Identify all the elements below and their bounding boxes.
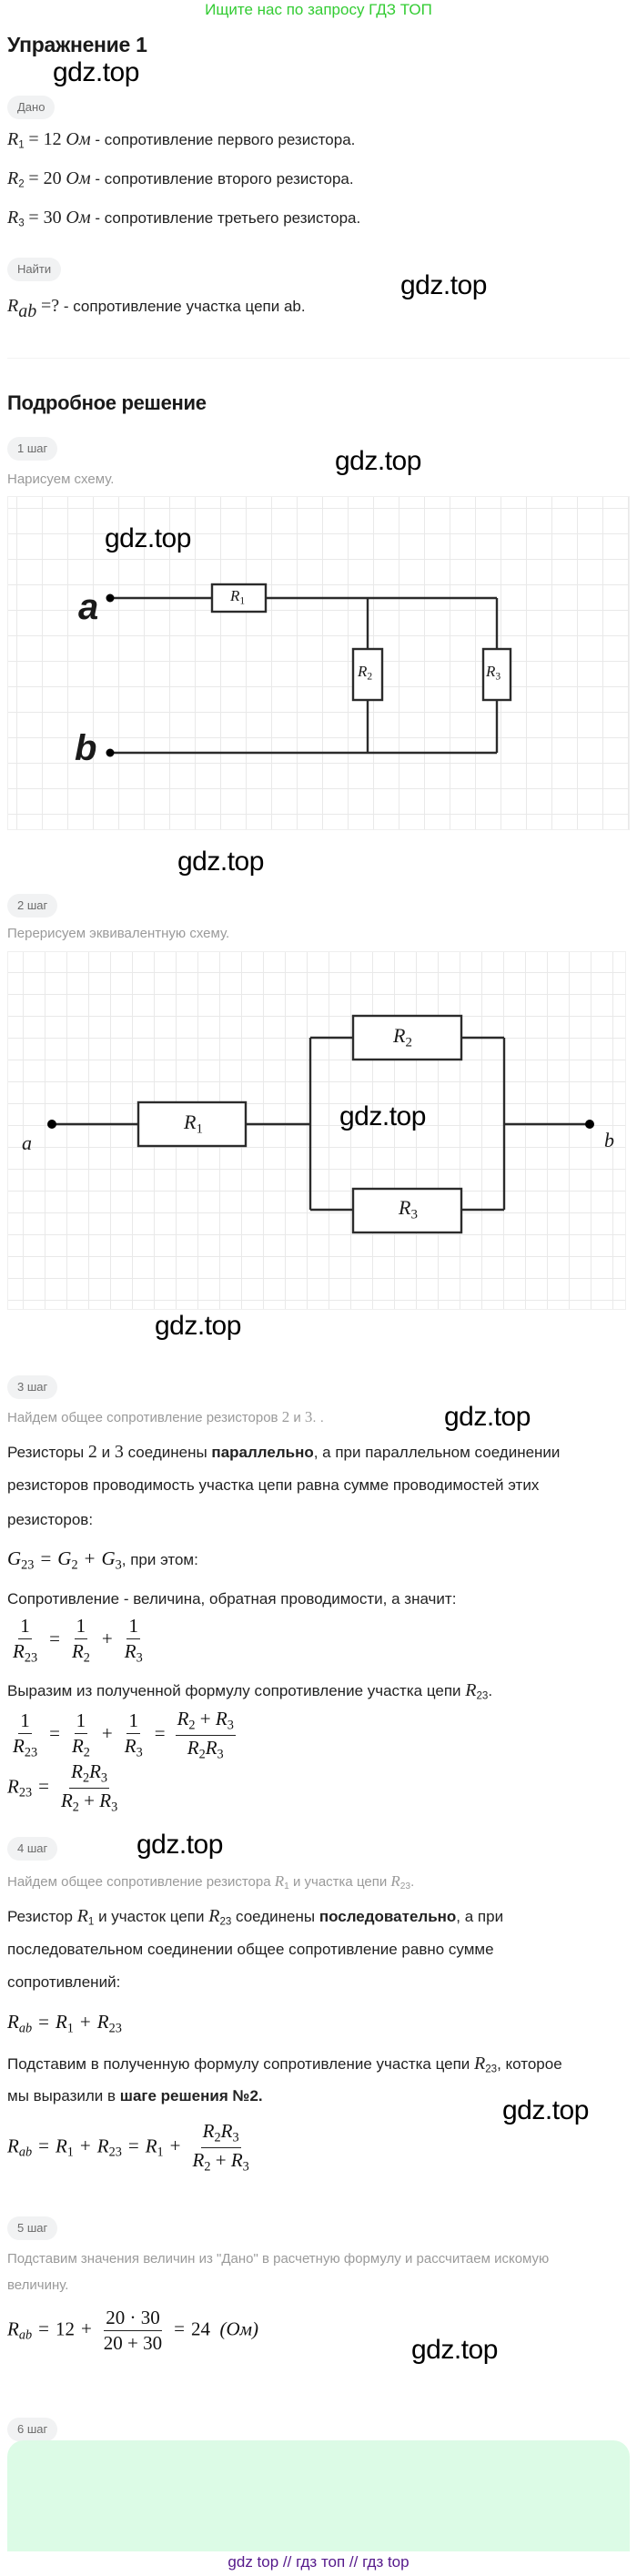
circuit-diagram-equivalent xyxy=(7,951,626,1310)
step-badge-6: 6 шаг xyxy=(7,2418,58,2441)
find-badge: Найти xyxy=(7,258,62,281)
exercise-title: Упражнение 1 xyxy=(7,33,147,56)
watermark: gdz.top xyxy=(444,1402,531,1432)
node-a-dot xyxy=(47,1120,56,1129)
promo-banner[interactable]: Ищите нас по запросу ГДЗ ТОП xyxy=(205,1,432,18)
watermark: gdz.top xyxy=(502,2095,589,2125)
r2-label: R2 xyxy=(393,1024,412,1050)
step-text: резисторов проводимость участка цепи рав… xyxy=(7,1476,540,1494)
watermark: gdz.top xyxy=(335,446,421,476)
node-b-dot xyxy=(585,1120,594,1129)
step-subtitle: Перерисуем эквивалентную схему. xyxy=(7,926,230,941)
step-text: Подставим в полученную формулу сопротивл… xyxy=(7,2054,562,2075)
solution-title: Подробное решение xyxy=(7,391,207,414)
find-item: Rab =? - сопротивление участка цепи ab. xyxy=(7,296,306,321)
node-b-label: b xyxy=(75,728,97,768)
node-b-dot xyxy=(106,748,115,757)
step-badge: 1 шаг xyxy=(7,437,58,461)
node-a-dot xyxy=(106,593,115,603)
step-text: сопротивлений: xyxy=(7,1973,121,1991)
r3-label: R3 xyxy=(486,663,501,683)
step-text: Резистор R1 и участок цепи R23 соединены… xyxy=(7,1906,504,1928)
step-text: Выразим из полученной формулу сопротивле… xyxy=(7,1680,493,1702)
step-text: мы выразили в шаге решения №2. xyxy=(7,2087,263,2104)
watermark: gdz.top xyxy=(136,1830,223,1860)
step-subtitle: Найдем общее сопротивление резистора R1 … xyxy=(7,1872,415,1892)
r3-label: R3 xyxy=(399,1196,418,1222)
step-text: Сопротивление - величина, обратная прово… xyxy=(7,1590,457,1607)
given-item: R2 = 20 Ом - сопротивление второго резис… xyxy=(7,168,354,190)
step-badge: 5 шаг xyxy=(7,2216,58,2240)
watermark: gdz.top xyxy=(339,1101,426,1131)
step-subtitle: Найдем общее сопротивление резисторов 2 … xyxy=(7,1408,324,1425)
step-subtitle: величину. xyxy=(7,2277,69,2293)
answer-box xyxy=(7,2440,630,2551)
step-badge: 4 шаг xyxy=(7,1837,58,1861)
step-subtitle: Нарисуем схему. xyxy=(7,472,115,487)
step-text: последовательном соединении общее сопрот… xyxy=(7,1941,494,1958)
r2-label: R2 xyxy=(358,663,373,683)
node-a-label: a xyxy=(22,1131,32,1154)
circuit-diagram-original xyxy=(7,496,630,830)
divider xyxy=(7,358,630,359)
step-subtitle: Подставим значения величин из "Дано" в р… xyxy=(7,2251,550,2267)
r1-label: R1 xyxy=(230,587,246,607)
step-badge: 2 шаг xyxy=(7,894,58,918)
r1-label: R1 xyxy=(184,1111,203,1137)
formula-series: Rab=R1+R23 xyxy=(7,2011,122,2036)
step-badge: 3 шаг xyxy=(7,1375,58,1399)
watermark: gdz.top xyxy=(411,2335,498,2365)
node-a-label: a xyxy=(78,587,99,627)
step-text: резисторов: xyxy=(7,1511,94,1528)
step-text: Резисторы 2 и 3 соединены параллельно, а… xyxy=(7,1442,561,1462)
watermark: gdz.top xyxy=(155,1311,241,1341)
watermark: gdz.top xyxy=(105,523,191,553)
given-item: R3 = 30 Ом - сопротивление третьего рези… xyxy=(7,208,361,229)
watermark: gdz.top xyxy=(400,270,487,300)
node-b-label: b xyxy=(604,1129,614,1151)
footer-links[interactable]: gdz top // гдз топ // гдз top xyxy=(228,2553,410,2571)
given-item: R1 = 12 Ом - сопротивление первого резис… xyxy=(7,129,356,151)
given-badge: Дано xyxy=(7,96,56,119)
watermark: gdz.top xyxy=(53,57,139,87)
formula-conductance: G23=G2+G3, при этом: xyxy=(7,1547,198,1573)
watermark: gdz.top xyxy=(177,847,264,877)
